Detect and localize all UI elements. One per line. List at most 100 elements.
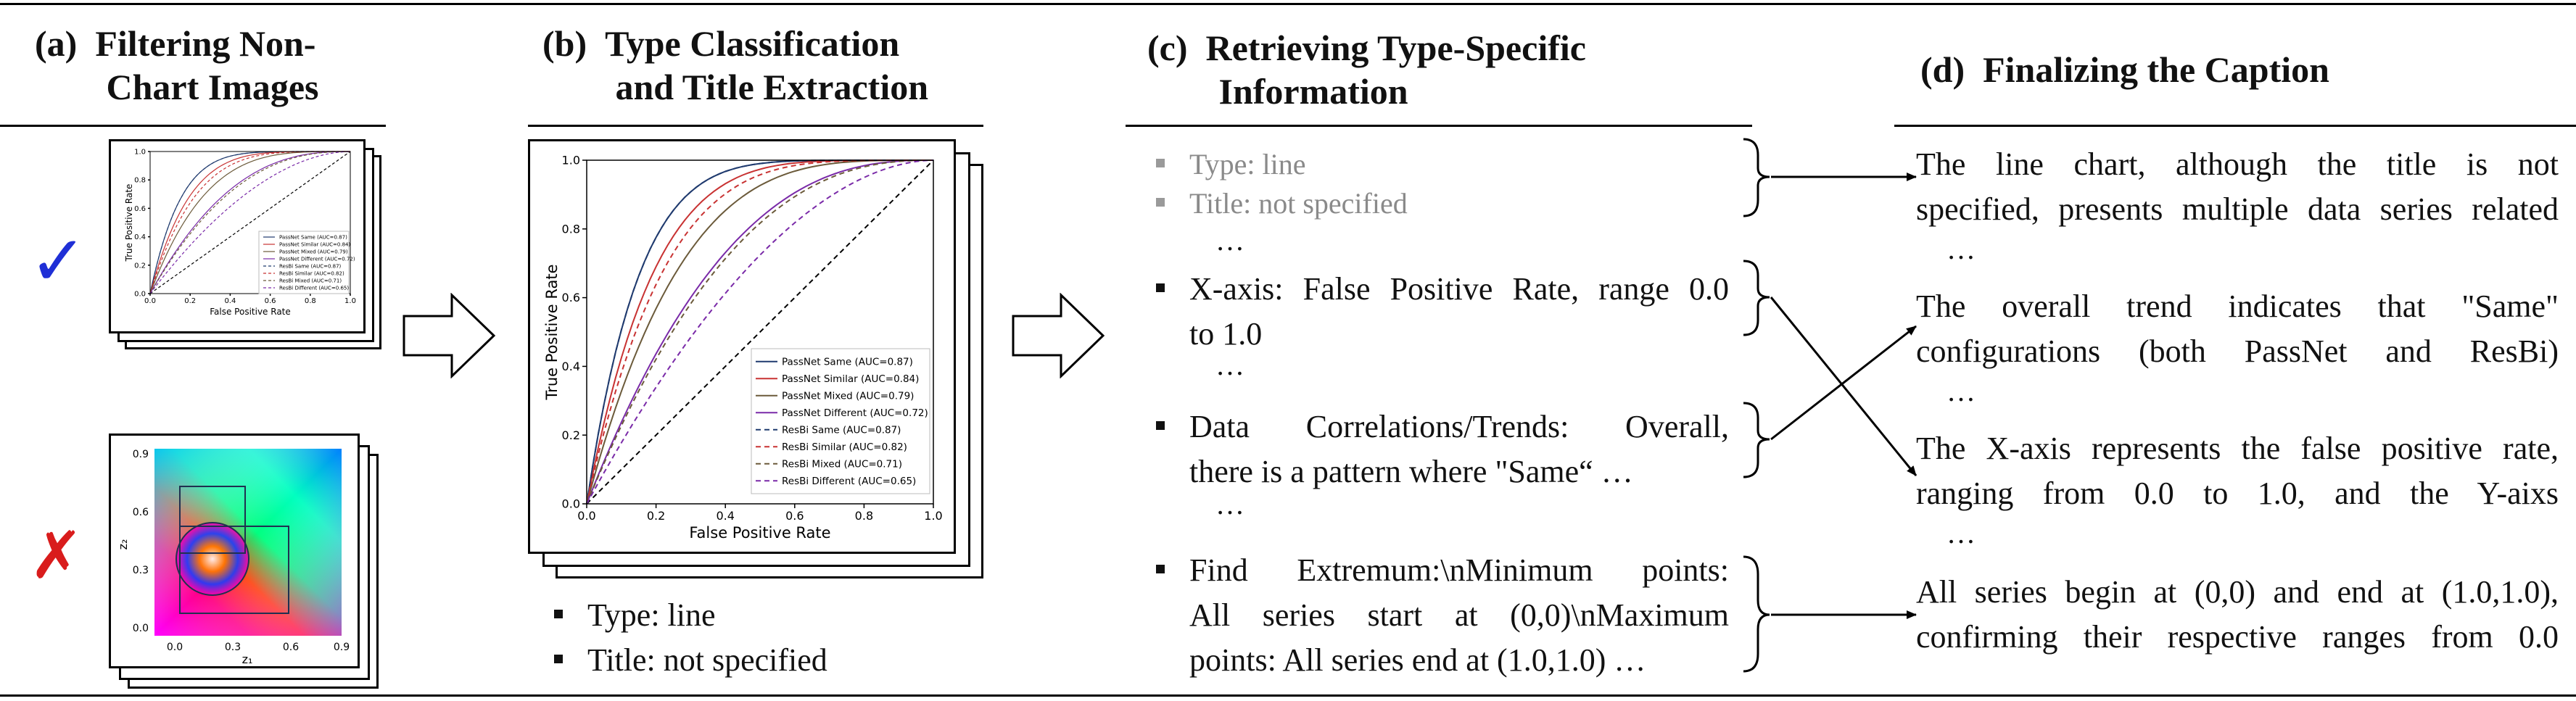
legend-label: PassNet Same (AUC=0.87) <box>782 356 913 368</box>
legend-label: PassNet Similar (AUC=0.84) <box>782 373 919 385</box>
x-tick-label: 0.6 <box>265 297 276 305</box>
panel-c-title-line1: Retrieving Type-Specific <box>1205 28 1586 68</box>
legend-label: PassNet Different (AUC=0.72) <box>279 256 355 262</box>
plot-frame <box>149 151 351 294</box>
reject-cross-icon: ✗ <box>29 518 84 594</box>
panel-d-paragraph-4: All series begin at (0,0) and end at (1.… <box>1916 570 2559 660</box>
accept-check-icon: ✓ <box>29 220 88 302</box>
color-plot-xtick: 0.0 <box>167 642 183 653</box>
panel-b-title-line1: Type Classification <box>605 23 900 64</box>
xaxis-line2: to 1.0 <box>1189 316 1263 352</box>
panel-b-tag: (b) <box>542 23 587 64</box>
y-tick-label: 0.0 <box>134 291 146 299</box>
color-plot-xlabel: z₁ <box>242 652 253 666</box>
color-plot-ytick: 0.0 <box>133 623 149 634</box>
legend-label: PassNet Similar (AUC=0.84) <box>279 241 350 247</box>
x-tick-label: 0.8 <box>855 509 873 523</box>
y-tick-label: 1.0 <box>134 149 146 157</box>
legend-label: ResBi Mixed (AUC=0.71) <box>782 458 902 470</box>
legend-label: ResBi Similar (AUC=0.82) <box>782 441 907 453</box>
panel-d-paragraph-3: The X-axis represents the false positive… <box>1916 426 2559 551</box>
x-tick-label: 0.4 <box>224 297 236 305</box>
diagonal-reference-line <box>586 159 934 505</box>
x-tick-label: 1.0 <box>344 297 356 305</box>
y-tick-label: 0.2 <box>134 262 146 270</box>
legend-label: PassNet Mixed (AUC=0.79) <box>782 390 914 402</box>
panel-c-title-line2: Information <box>1218 71 1408 112</box>
color-plot-ytick: 0.6 <box>133 507 149 518</box>
y-axis-label: True Positive Rate <box>124 184 134 262</box>
heading-panel-b: (b) Type Classification and Title Extrac… <box>542 22 928 109</box>
panel-c-extremum-item: Find Extremum:\nMinimum points: All seri… <box>1156 548 1729 683</box>
list-item: Type: line <box>554 593 827 638</box>
panel-d-tag: (d) <box>1920 49 1965 90</box>
ellipsis: … <box>1215 224 1244 257</box>
series-line <box>586 159 934 505</box>
color-plot-ylabel: z₂ <box>116 539 130 550</box>
plot-frame <box>586 159 934 505</box>
x-tick-label: 0.6 <box>785 509 804 523</box>
legend-label: PassNet Same (AUC=0.87) <box>279 234 347 240</box>
panel-d-title-line1: Finalizing the Caption <box>1983 49 2329 90</box>
arrow-right-icon <box>402 293 496 378</box>
y-axis-label: True Positive Rate <box>543 264 561 400</box>
y-tick-label: 0.0 <box>562 497 580 511</box>
x-tick-label: 0.0 <box>577 509 595 523</box>
caption-line: The X-axis represents the false positive… <box>1916 431 2559 466</box>
color-plot: 0.9 0.6 0.3 0.0 0.0 0.3 0.6 0.9 z₁ z₂ <box>116 449 350 666</box>
y-tick-label: 1.0 <box>562 154 580 167</box>
panel-a-title-line2: Chart Images <box>106 67 319 107</box>
legend-label: ResBi Similar (AUC=0.82) <box>279 270 344 276</box>
panel-b-title-line2: and Title Extraction <box>615 67 929 107</box>
extremum-line3: points: All series end at (1.0,1.0) … <box>1189 642 1646 678</box>
brace-icon <box>1743 402 1770 478</box>
connector-arrows <box>1743 138 1917 673</box>
heading-panel-a: (a) Filtering Non- Chart Images <box>35 22 319 109</box>
header-rule-a <box>0 125 386 127</box>
color-plot-xtick: 0.9 <box>334 642 350 653</box>
x-tick-label: 0.8 <box>305 297 316 305</box>
ellipsis: … <box>1947 517 1976 549</box>
series-line <box>149 151 351 294</box>
roc-chart: 0.00.00.20.20.40.40.60.60.80.81.01.0Fals… <box>543 154 943 542</box>
color-plot-ytick: 0.9 <box>133 449 149 460</box>
y-tick-label: 0.4 <box>134 233 146 241</box>
x-axis-label: False Positive Rate <box>689 524 830 542</box>
top-rule <box>0 3 2576 5</box>
caption-line: All series begin at (0,0) and end at (1.… <box>1916 574 2559 610</box>
color-plot-ytick: 0.3 <box>133 565 149 576</box>
heading-panel-d: (d) Finalizing the Caption <box>1920 48 2329 91</box>
caption-line: configurations (both PassNet and ResBi) <box>1916 333 2559 369</box>
caption-line: The overall trend indicates that "Same" <box>1916 289 2559 324</box>
list-item: Type: line <box>1156 145 1408 184</box>
legend-label: ResBi Same (AUC=0.87) <box>279 263 342 269</box>
title-bullet: Title: not specified <box>587 642 827 678</box>
brace-icon <box>1743 555 1770 673</box>
caption-line: ranging from 0.0 to 1.0, and the Y-aixs <box>1916 476 2559 511</box>
grey-type-item: Type: line <box>1189 148 1306 181</box>
panel-c-xaxis-item: X-axis: False Positive Rate, range 0.0 t… <box>1156 267 1729 357</box>
color-plot-xtick: 0.3 <box>225 642 241 653</box>
bottom-rule <box>0 694 2576 697</box>
panel-a-title-line1: Filtering Non- <box>95 23 316 64</box>
y-tick-label: 0.2 <box>562 428 580 442</box>
list-item: Title: not specified <box>554 638 827 683</box>
series-line <box>586 159 933 505</box>
series-line <box>149 151 350 294</box>
arrow-right-icon <box>1012 293 1105 378</box>
legend-label: ResBi Different (AUC=0.65) <box>279 285 349 291</box>
ellipsis: … <box>1947 375 1976 407</box>
small-roc-chart: 0.00.00.20.20.40.40.60.60.80.81.01.0Fals… <box>124 149 356 318</box>
panel-b-bullets: Type: line Title: not specified <box>554 593 827 683</box>
list-item: Title: not specified <box>1156 184 1408 223</box>
panel-c-trend-item: Data Correlations/Trends: Overall, there… <box>1156 405 1729 494</box>
ellipsis: … <box>1215 349 1244 381</box>
series-line <box>149 151 350 294</box>
thumb-color-front: 0.9 0.6 0.3 0.0 0.0 0.3 0.6 0.9 z₁ z₂ <box>109 434 360 668</box>
y-tick-label: 0.6 <box>562 291 580 304</box>
y-tick-label: 0.4 <box>562 360 580 373</box>
panel-d-paragraph-1: The line chart, although the title is no… <box>1916 142 2559 267</box>
legend-label: ResBi Mixed (AUC=0.71) <box>279 278 342 283</box>
